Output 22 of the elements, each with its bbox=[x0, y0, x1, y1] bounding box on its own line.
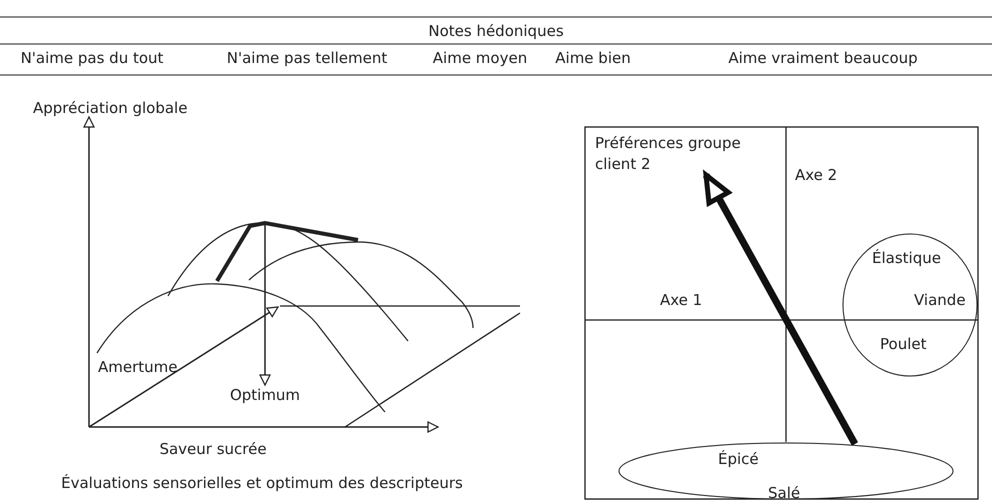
descriptor-label: Salé bbox=[768, 484, 800, 500]
table-heading: Notes hédoniques bbox=[428, 22, 564, 40]
axis-label: Axe 2 bbox=[795, 166, 838, 184]
descriptor-ellipse bbox=[618, 442, 954, 500]
descriptor-ellipse bbox=[842, 233, 978, 377]
table-cell: N'aime pas tellement bbox=[226, 49, 388, 67]
figure-caption: Évaluations sensorielles et optimum des descripteurs bbox=[61, 474, 463, 492]
descriptor-label: Élastique bbox=[872, 249, 941, 267]
axis-label: Appréciation globale bbox=[33, 99, 188, 117]
descriptor-label: Épicé bbox=[718, 450, 759, 468]
axis-label: Axe 1 bbox=[660, 291, 702, 309]
axis-label: Saveur sucrée bbox=[159, 440, 267, 458]
preference-label: Préférences groupe client 2 bbox=[595, 133, 775, 175]
descriptor-label: Poulet bbox=[880, 335, 926, 353]
table-cell: Aime moyen bbox=[432, 49, 528, 67]
table-cell: N'aime pas du tout bbox=[20, 49, 164, 67]
optimum-label: Optimum bbox=[225, 385, 305, 407]
descriptor-label: Viande bbox=[914, 291, 966, 309]
arrow bbox=[259, 223, 271, 386]
table-cell: Aime vraiment beaucoup bbox=[728, 49, 918, 67]
table-cell: Aime bien bbox=[555, 49, 631, 67]
axis-label: Amertume bbox=[98, 358, 178, 376]
